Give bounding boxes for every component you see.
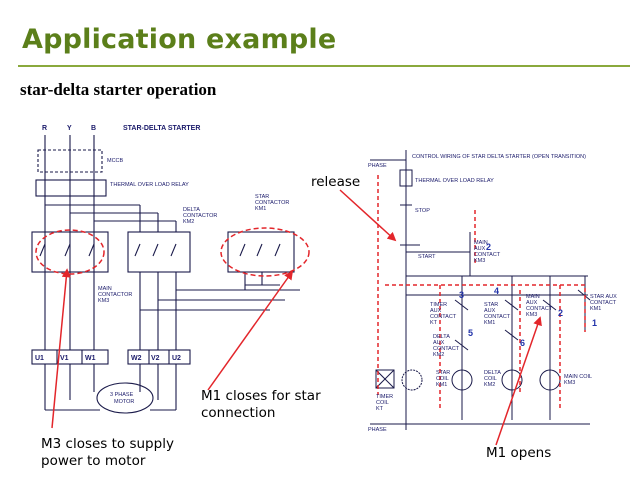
main-coil-l1: MAIN COIL <box>564 374 592 380</box>
delta-aux-l4: KM2 <box>433 352 444 358</box>
main-contactor-l2: CONTACTOR <box>98 292 132 298</box>
power-diagram-title: STAR-DELTA STARTER <box>123 125 200 132</box>
arrow-release <box>339 189 397 242</box>
terminal-w1: W1 <box>85 355 96 362</box>
star-aux-mid-l1: STAR <box>484 302 498 308</box>
delta-contactor-l1: DELTA <box>183 207 200 213</box>
terminal-w2: W2 <box>131 355 142 362</box>
star-contactor-l3: KM1 <box>255 206 266 212</box>
delta-coil-l2: COIL <box>484 376 497 382</box>
main-aux2-l3: CONTACT <box>526 306 553 312</box>
star-aux-right-l1: STAR AUX <box>590 294 617 300</box>
callout-m3: M3 closes to supply power to motor <box>41 436 174 469</box>
slide-subtitle: star-delta starter operation <box>20 80 217 99</box>
main-aux-l4: KM3 <box>474 258 485 264</box>
mccb-label: MCCB <box>107 158 124 164</box>
delta-aux-l2: AUX <box>433 340 445 346</box>
highlight-star-contactor <box>220 227 310 277</box>
control-diagram-title: CONTROL WIRING OF STAR DELTA STARTER (OP… <box>412 154 586 160</box>
timer-aux-l1: TIMER <box>430 302 447 308</box>
step-1: 1 <box>592 318 597 328</box>
arrow-m1-star <box>207 270 294 391</box>
star-contactor-l1: STAR <box>255 194 269 200</box>
phase-label-y: Y <box>67 125 72 132</box>
callout-m1-opens: M1 opens <box>486 445 552 461</box>
main-coil-l2: KM3 <box>564 380 575 386</box>
delta-aux-l3: CONTACT <box>433 346 460 352</box>
timer-coil-l2: COIL <box>376 400 389 406</box>
control-phase-label: PHASE <box>368 163 387 169</box>
timer-aux-l4: KT <box>430 320 438 326</box>
timer-coil-l1: TIMER <box>376 394 393 400</box>
start-label: START <box>418 254 436 260</box>
step-5: 5 <box>468 328 473 338</box>
overload-label: THERMAL OVER LOAD RELAY <box>110 182 189 188</box>
timer-aux-l2: AUX <box>430 308 442 314</box>
phase-label-r: R <box>42 125 47 132</box>
star-aux-right-l2: CONTACT <box>590 300 617 306</box>
control-overload-label: THERMAL OVER LOAD RELAY <box>415 178 494 184</box>
main-contactor-l1: MAIN <box>98 286 112 292</box>
power-labels: R Y B STAR-DELTA STARTER MCCB THERMAL OV… <box>35 125 289 405</box>
control-current-path <box>377 175 586 410</box>
control-phase-bottom: PHASE <box>368 427 387 433</box>
main-aux-l2: AUX <box>474 246 486 252</box>
step-6: 6 <box>520 338 525 348</box>
star-aux-mid-l3: CONTACT <box>484 314 511 320</box>
motor-label-l1: 3 PHASE <box>110 392 134 398</box>
delta-aux-l1: DELTA <box>433 334 450 340</box>
star-aux-right-l3: KM1 <box>590 306 601 312</box>
main-aux2-l2: AUX <box>526 300 538 306</box>
arrow-m3 <box>51 268 71 429</box>
delta-coil-l1: DELTA <box>484 370 501 376</box>
delta-contactor-l2: CONTACTOR <box>183 213 217 219</box>
motor-label-l2: MOTOR <box>114 399 134 405</box>
control-circuit <box>370 150 591 430</box>
main-aux-l3: CONTACT <box>474 252 501 258</box>
title-underline <box>18 65 630 67</box>
timer-aux-l3: CONTACT <box>430 314 457 320</box>
terminal-v2: V2 <box>151 355 160 362</box>
step-3: 3 <box>459 290 464 300</box>
phase-label-b: B <box>91 125 96 132</box>
terminal-u1: U1 <box>35 355 44 362</box>
control-labels: CONTROL WIRING OF STAR DELTA STARTER (OP… <box>368 154 617 433</box>
step-2b: 2 <box>558 308 563 318</box>
star-aux-mid-l2: AUX <box>484 308 496 314</box>
main-aux2-l1: MAIN <box>526 294 540 300</box>
star-coil-l2: COIL <box>436 376 449 382</box>
main-aux2-l4: KM3 <box>526 312 537 318</box>
star-contactor-l2: CONTACTOR <box>255 200 289 206</box>
arrow-m1-opens <box>495 316 542 446</box>
step-4: 4 <box>494 286 499 296</box>
delta-contactor-l3: KM2 <box>183 219 194 225</box>
slide-title: Application example <box>22 24 337 55</box>
step-2: 2 <box>486 242 491 252</box>
timer-coil-l3: KT <box>376 406 384 412</box>
terminal-u2: U2 <box>172 355 181 362</box>
callout-m1-star: M1 closes for star connection <box>201 388 321 421</box>
star-coil-l3: KM1 <box>436 382 447 388</box>
terminal-v1: V1 <box>60 355 69 362</box>
delta-coil-l3: KM2 <box>484 382 495 388</box>
stop-label: STOP <box>415 208 430 214</box>
main-contactor-l3: KM3 <box>98 298 109 304</box>
star-aux-mid-l4: KM1 <box>484 320 495 326</box>
main-aux-l1: MAIN <box>474 240 488 246</box>
callout-release: release <box>311 174 361 190</box>
star-coil-l1: STAR <box>436 370 450 376</box>
